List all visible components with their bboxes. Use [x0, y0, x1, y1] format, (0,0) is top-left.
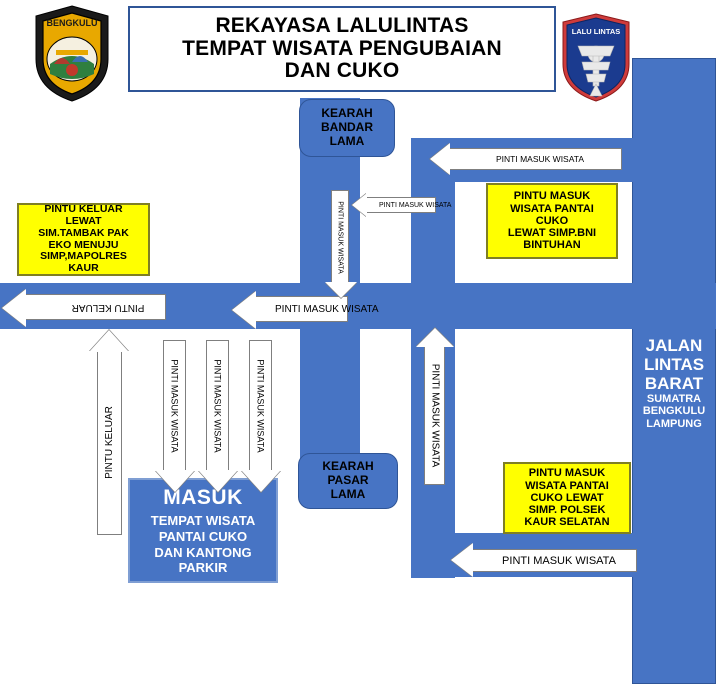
entry-br-line-2: WISATA PANTAI: [525, 479, 609, 492]
kearah-bandar-lama-line-2: BANDAR: [321, 120, 373, 135]
arrow-entry-center-down: PINTI MASUK WISATA: [325, 190, 357, 298]
jlb-small-3: LAMPUNG: [646, 417, 702, 430]
arrow-entry-down-3-label: PINTI MASUK WISATA: [255, 359, 266, 453]
entry-br-line-5: KAUR SELATAN: [524, 516, 610, 529]
arrow-head-down-icon: [198, 470, 238, 492]
title-line-2: TEMPAT WISATA PENGUBAIAN: [182, 36, 502, 60]
entry-tr-line-1: PINTU MASUK: [513, 190, 591, 203]
arrow-head-left-icon: [232, 291, 256, 329]
arrow-entry-bottom-long-label: PINTI MASUK WISATA: [502, 554, 616, 567]
masuk-line-2: PANTAI CUKO: [158, 529, 248, 544]
jlb-small-1: SUMATRA: [646, 393, 702, 406]
jlb-small-2: BENGKULU: [642, 405, 706, 418]
arrow-entry-top-long-label: PINTI MASUK WISATA: [496, 154, 584, 164]
exit-left-line-2: LEWAT: [65, 215, 102, 227]
entry-tr-line-2: WISATA PANTAI: [510, 202, 594, 215]
arrow-entry-center-down-label: PINTI MASUK WISATA: [336, 200, 344, 274]
arrow-pintu-keluar-vertical: PINTU KELUAR: [89, 330, 129, 535]
arrow-head-down-icon: [155, 470, 195, 492]
arrow-pintu-keluar-main-label: PINTU KELUAR: [71, 301, 145, 313]
sign-pintu-masuk-bni: PINTU MASUK WISATA PANTAI CUKO LEWAT SIM…: [486, 183, 618, 259]
arrow-entry-top-small-label: PINTI MASUK WISATA: [379, 201, 452, 209]
kearah-bandar-lama-line-3: LAMA: [329, 133, 365, 148]
arrow-entry-down-1-label: PINTI MASUK WISATA: [169, 359, 180, 453]
jlb-big-3: BARAT: [644, 374, 704, 394]
exit-left-line-3: SIM.TAMBAK PAK: [38, 226, 129, 239]
arrow-entry-top-small: PINTI MASUK WISATA: [352, 193, 451, 217]
bengkulu-emblem-text: BENGKULU: [47, 18, 98, 28]
title-line-1: REKAYASA LALULINTAS: [215, 13, 469, 37]
arrow-pintu-keluar-vertical-label: PINTU KELUAR: [104, 406, 116, 479]
arrow-head-left-icon: [451, 543, 473, 577]
masuk-line-3: DAN KANTONG: [154, 544, 252, 560]
arrow-head-up-icon: [416, 328, 454, 347]
arrow-entry-mid-left-label: PINTI MASUK WISATA: [275, 303, 379, 315]
arrow-entry-down-2-label: PINTI MASUK WISATA: [212, 359, 223, 453]
label-jalan-lintas-barat: JALAN LINTAS BARAT SUMATRA BENGKULU LAMP…: [636, 336, 712, 430]
exit-left-line-5: SIMP,MAPOLRES: [40, 250, 127, 263]
sign-kearah-pasar-lama: KEARAH PASAR LAMA: [298, 453, 398, 509]
page-title: REKAYASA LALULINTAS TEMPAT WISATA PENGUB…: [128, 6, 556, 92]
sign-masuk-tempat-wisata: MASUK TEMPAT WISATA PANTAI CUKO DAN KANT…: [128, 478, 278, 583]
kearah-bandar-lama-line-1: KEARAH: [321, 106, 373, 121]
arrow-entry-right-up-label: PINTI MASUK WISATA: [429, 363, 440, 467]
arrow-entry-top-long: PINTI MASUK WISATA: [430, 143, 622, 175]
arrow-entry-mid-left: PINTI MASUK WISATA: [232, 291, 379, 329]
arrow-head-up-icon: [89, 330, 129, 352]
entry-br-line-1: PINTU MASUK: [528, 467, 606, 480]
lalu-lintas-emblem-text: LALU LINTAS: [572, 27, 621, 36]
arrow-entry-right-up: PINTI MASUK WISATA: [416, 328, 454, 485]
arrow-pintu-keluar-main: PINTU KELUAR: [2, 289, 166, 327]
masuk-line-1: TEMPAT WISATA: [150, 513, 256, 529]
masuk-line-4: PARKIR: [178, 560, 228, 576]
entry-tr-line-3: CUKO: [535, 214, 569, 227]
kearah-pasar-lama-line-1: KEARAH: [322, 459, 374, 474]
sign-pintu-masuk-polsek: PINTU MASUK WISATA PANTAI CUKO LEWAT SIM…: [503, 462, 631, 534]
bengkulu-police-emblem-icon: BENGKULU: [28, 4, 116, 104]
arrow-head-down-icon: [325, 282, 357, 298]
exit-left-line-6: KAUR: [68, 262, 99, 274]
arrow-entry-down-1: PINTI MASUK WISATA: [155, 340, 195, 492]
entry-br-line-3: CUKO LEWAT: [530, 491, 604, 504]
sign-pintu-keluar-left: PINTU KELUAR LEWAT SIM.TAMBAK PAK EKO ME…: [17, 203, 150, 276]
arrow-entry-down-3: PINTI MASUK WISATA: [241, 340, 281, 492]
arrow-entry-bottom-long: PINTI MASUK WISATA: [451, 543, 637, 577]
road-jalan-lintas-barat: [632, 58, 716, 684]
arrow-head-left-icon: [352, 193, 367, 217]
jlb-big-1: JALAN: [645, 336, 703, 355]
entry-br-line-4: SIMP. POLSEK: [528, 504, 606, 517]
arrow-head-left-icon: [430, 143, 450, 175]
exit-left-line-4: EKO MENUJU: [48, 238, 119, 251]
title-line-3: DAN CUKO: [284, 59, 400, 83]
arrow-head-left-icon: [2, 289, 26, 327]
sign-kearah-bandar-lama: KEARAH BANDAR LAMA: [299, 99, 395, 157]
arrow-head-down-icon: [241, 470, 281, 492]
jlb-big-2: LINTAS: [643, 355, 705, 375]
exit-left-line-1: PINTU KELUAR: [44, 203, 123, 216]
kearah-pasar-lama-line-3: LAMA: [330, 486, 366, 501]
kearah-pasar-lama-line-2: PASAR: [327, 473, 369, 488]
entry-tr-line-4: LEWAT SIMP.BNI: [507, 227, 597, 240]
arrow-entry-down-2: PINTI MASUK WISATA: [198, 340, 238, 492]
entry-tr-line-5: BINTUHAN: [523, 239, 581, 252]
lalu-lintas-emblem-icon: LALU LINTAS: [558, 12, 634, 104]
